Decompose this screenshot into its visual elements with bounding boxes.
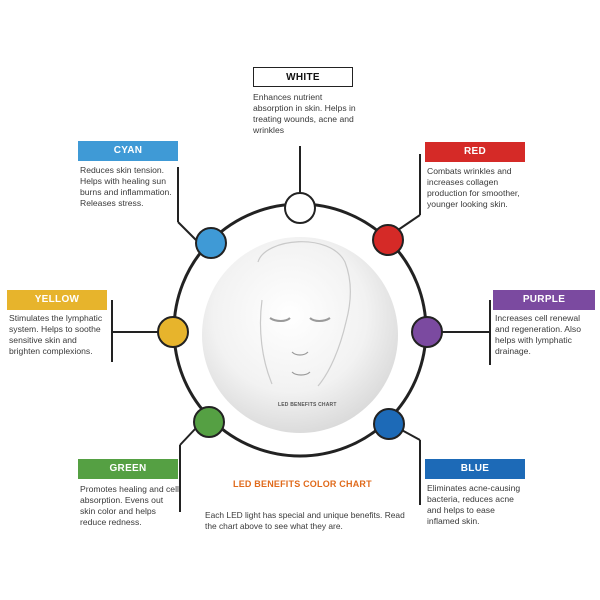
desc-cyan: Reduces skin tension. Helps with healing… (80, 165, 172, 208)
desc-yellow: Stimulates the lymphatic system. Helps t… (9, 313, 103, 356)
center-label: LED BENEFITS CHART (278, 402, 337, 408)
label-red: RED (425, 142, 525, 162)
label-white: WHITE (253, 67, 353, 87)
led-dot-purple (411, 316, 443, 348)
led-dot-cyan (195, 227, 227, 259)
label-purple: PURPLE (493, 290, 595, 310)
face-outline-icon (257, 241, 351, 387)
chart-title: LED BENEFITS COLOR CHART (233, 479, 372, 489)
led-dot-white (284, 192, 316, 224)
desc-white: Enhances nutrient absorption in skin. He… (253, 92, 356, 135)
led-dot-yellow (157, 316, 189, 348)
label-blue: BLUE (425, 459, 525, 479)
label-green: GREEN (78, 459, 178, 479)
led-dot-blue (373, 408, 405, 440)
led-dot-green (193, 406, 225, 438)
led-dot-red (372, 224, 404, 256)
desc-green: Promotes healing and cell absorption. Ev… (80, 484, 179, 527)
chart-subtitle: Each LED light has special and unique be… (205, 510, 405, 531)
face-disc (202, 237, 398, 433)
desc-purple: Increases cell renewal and regeneration.… (495, 313, 582, 356)
connector-lines (111, 146, 491, 512)
label-yellow: YELLOW (7, 290, 107, 310)
desc-blue: Eliminates acne-causing bacteria, reduce… (427, 483, 521, 526)
desc-red: Combats wrinkles and increases collagen … (427, 166, 520, 209)
label-cyan: CYAN (78, 141, 178, 161)
